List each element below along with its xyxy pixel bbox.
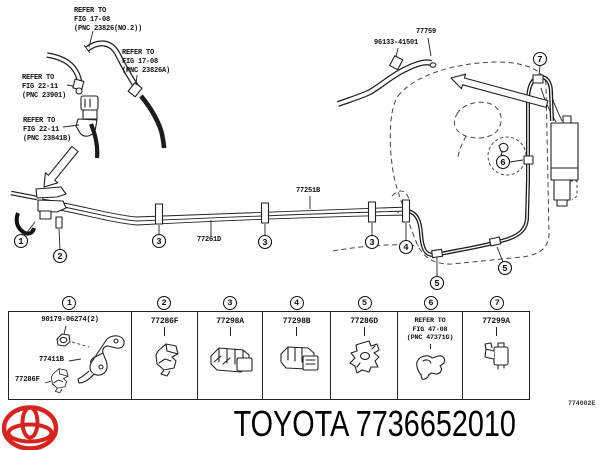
svg-text:4: 4 [403,243,409,253]
callout-3: 3 [151,233,167,249]
svg-text:3: 3 [369,238,374,248]
svg-text:5: 5 [502,264,507,274]
tube-bundle-77261d [41,198,409,226]
part-label-90179: 90179-06274(2) [41,316,99,324]
label-leader [495,327,497,336]
part-label-77286f: 77286F [15,376,40,384]
svg-text:5: 5 [434,279,439,289]
parts-table-body: 90179-06274(2) 77411B 77286F 77286F 7729… [8,311,531,400]
drawing-code: 774002E [568,400,596,407]
page-title: TOYOTA 7736652010 [233,403,516,444]
parts-table-header: 1 2 3 4 5 6 7 [8,295,531,311]
column-number-badge: 7 [490,296,505,310]
clamp-illustration [416,354,446,380]
table-cell-4: 77298B [262,311,331,400]
tube-clamps [55,74,544,259]
callout-6: 6 [495,154,511,170]
part-label-77411b: 77411B [39,356,64,364]
hose-clamp-96133 [389,55,404,71]
hose-77759 [336,55,437,107]
svg-text:7: 7 [537,55,542,65]
part-label-77261d: 77261D [197,236,222,244]
refer-label-fig22-11-23841b: REFER TO FIG 22-11 (PNC 23841B) [23,117,72,143]
table-cell-7: 77299A [462,311,530,400]
column-number-badge: 1 [62,296,77,310]
callout-2: 2 [52,248,68,264]
direction-arrow-icon [450,73,549,108]
part-label: 77286D [350,317,378,326]
part-label-96133-41501: 96133-41501 [374,39,419,47]
part-label-77759: 77759 [416,28,437,36]
clamp-illustration [279,346,319,371]
upper-hoses [46,40,167,159]
cell1-illustration [44,325,125,394]
svg-text:3: 3 [156,237,161,247]
callout-3: 3 [364,234,380,250]
parts-table: 1 2 3 4 5 6 7 90179-06274(2) 77411B [8,295,531,400]
callout-5: 5 [429,275,445,291]
callout-1: 1 [13,233,29,249]
table-cell-1: 90179-06274(2) 77411B 77286F [8,311,132,400]
column-number-badge: 5 [357,296,372,310]
clamp-illustration [210,347,253,373]
column-number-badge: 4 [289,296,304,310]
refer-label-fig47-08: REFER TO FIG 47-08 (PNC 47371G) [406,317,454,342]
table-cell-6: REFER TO FIG 47-08 (PNC 47371G) [397,311,463,400]
column-number-badge: 3 [222,296,237,310]
refer-label-fig17-08-a: REFER TO FIG 17-08 (PNC 23826A) [122,49,171,75]
leader-lines [24,30,541,276]
clamp-illustration [154,343,179,377]
callout-7: 7 [532,51,548,67]
direction-arrow-icon [43,145,79,188]
clamp-illustration [484,342,509,370]
refer-label-fig22-11-23901: REFER TO FIG 22-11 (PNC 23901) [22,74,67,100]
label-leader [229,327,231,336]
table-cell-2: 77286F [131,311,198,400]
callout-4: 4 [398,239,414,255]
callout-3: 3 [257,234,273,250]
svg-text:3: 3 [262,238,267,248]
detail-circle [487,136,527,176]
table-cell-5: 77286D [330,311,398,400]
svg-text:1: 1 [18,237,24,247]
callout-5: 5 [497,260,513,276]
toyota-logo [2,405,59,450]
part-label: 77298B [282,317,311,326]
column-number-badge: 6 [423,296,438,310]
label-leader [429,343,431,349]
label-leader [164,327,165,336]
column-number-badge: 2 [157,296,171,310]
fuel-tube-routing-diagram: 1 2 3 3 3 4 5 5 6 7 [10,30,579,291]
part-label-77251b: 77251B [296,187,321,195]
part-label: 77286F [150,317,179,326]
svg-text:2: 2 [57,252,62,262]
hose-clamp-23826a [127,82,143,98]
clamp-illustration [349,340,380,374]
table-cell-3: 77298A [197,311,263,400]
refer-label-fig17-08-no2: REFER TO FIG 17-08 (PNC 23826(NO.2)) [74,7,143,33]
svg-text:6: 6 [500,158,505,168]
label-leader [296,327,297,336]
part-label: 77299A [482,317,510,326]
part-label: 77298A [216,317,244,326]
label-leader [363,327,365,336]
tube-end-connectors [10,186,67,236]
